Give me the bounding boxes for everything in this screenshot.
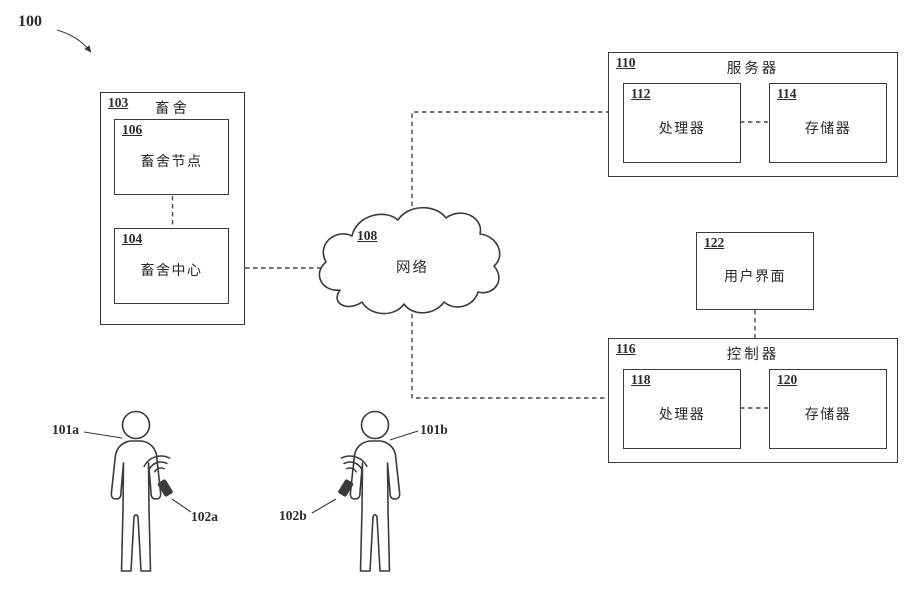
leader-device-a	[171, 498, 192, 513]
leader-person-a	[83, 431, 123, 439]
network-ref: 108	[357, 228, 378, 243]
person-a-ref: 101a	[52, 422, 79, 437]
server-processor-box: 112 处理器	[623, 83, 741, 163]
network-label: 网络	[396, 260, 429, 276]
figure-ref: 100	[18, 13, 42, 30]
user-interface-label: 用户界面	[724, 267, 786, 284]
user-interface-ref: 122	[704, 235, 725, 250]
person-b-ref: 101b	[420, 422, 448, 437]
person-b-head	[360, 410, 390, 440]
barn-node-box: 106 畜舍节点	[114, 119, 229, 195]
server-memory-box: 114 存储器	[769, 83, 887, 163]
figure-ref-arrow-line	[56, 29, 91, 52]
reference-leaders	[56, 29, 419, 514]
barn-title: 畜舍	[155, 101, 190, 117]
server-memory-ref: 114	[777, 86, 797, 101]
barn-ref: 103	[108, 95, 129, 110]
user-interface-box: 122 用户界面	[696, 232, 814, 310]
phone-a-icon	[157, 479, 173, 497]
barn-center-box: 104 畜舍中心	[114, 228, 229, 304]
leader-device-b	[311, 498, 337, 514]
barn-node-ref: 106	[122, 122, 143, 137]
person-b-body	[349, 440, 401, 572]
connector-network-to-controller	[411, 298, 608, 399]
server-title: 服务器	[726, 61, 780, 77]
person-b-figure	[338, 410, 401, 572]
controller-memory-label: 存储器	[804, 405, 852, 422]
controller-processor-box: 118 处理器	[623, 369, 741, 449]
person-a-body	[110, 440, 162, 572]
controller-memory-box: 120 存储器	[769, 369, 887, 449]
server-memory-label: 存储器	[804, 119, 852, 136]
person-a-figure	[110, 410, 173, 572]
person-a-head	[121, 410, 151, 440]
barn-center-label: 畜舍中心	[140, 262, 203, 279]
wifi-waves-a-icon	[143, 455, 171, 473]
barn-node-label: 畜舍节点	[140, 153, 203, 170]
controller-processor-ref: 118	[631, 372, 651, 387]
leader-person-b	[389, 430, 419, 441]
barn-box: 103 畜舍 106 畜舍节点 104 畜舍中心	[100, 92, 245, 325]
barn-center-ref: 104	[122, 231, 143, 246]
figure-ref-arrowhead	[84, 45, 92, 53]
controller-memory-ref: 120	[777, 372, 798, 387]
wifi-waves-b-icon	[340, 455, 368, 473]
connector-network-to-server	[411, 111, 608, 222]
controller-box: 116 控制器 118 处理器 120 存储器	[608, 338, 898, 463]
controller-ref: 116	[616, 341, 636, 356]
server-processor-label: 处理器	[658, 119, 706, 136]
device-b-ref: 102b	[279, 508, 307, 523]
server-processor-ref: 112	[631, 86, 651, 101]
connectors	[171, 111, 768, 409]
server-box: 110 服务器 112 处理器 114 存储器	[608, 52, 898, 177]
server-ref: 110	[616, 55, 636, 70]
controller-title: 控制器	[726, 347, 780, 363]
network-cloud-icon	[318, 207, 501, 315]
controller-processor-label: 处理器	[658, 405, 706, 422]
device-a-ref: 102a	[191, 509, 218, 524]
phone-b-icon	[338, 479, 354, 497]
